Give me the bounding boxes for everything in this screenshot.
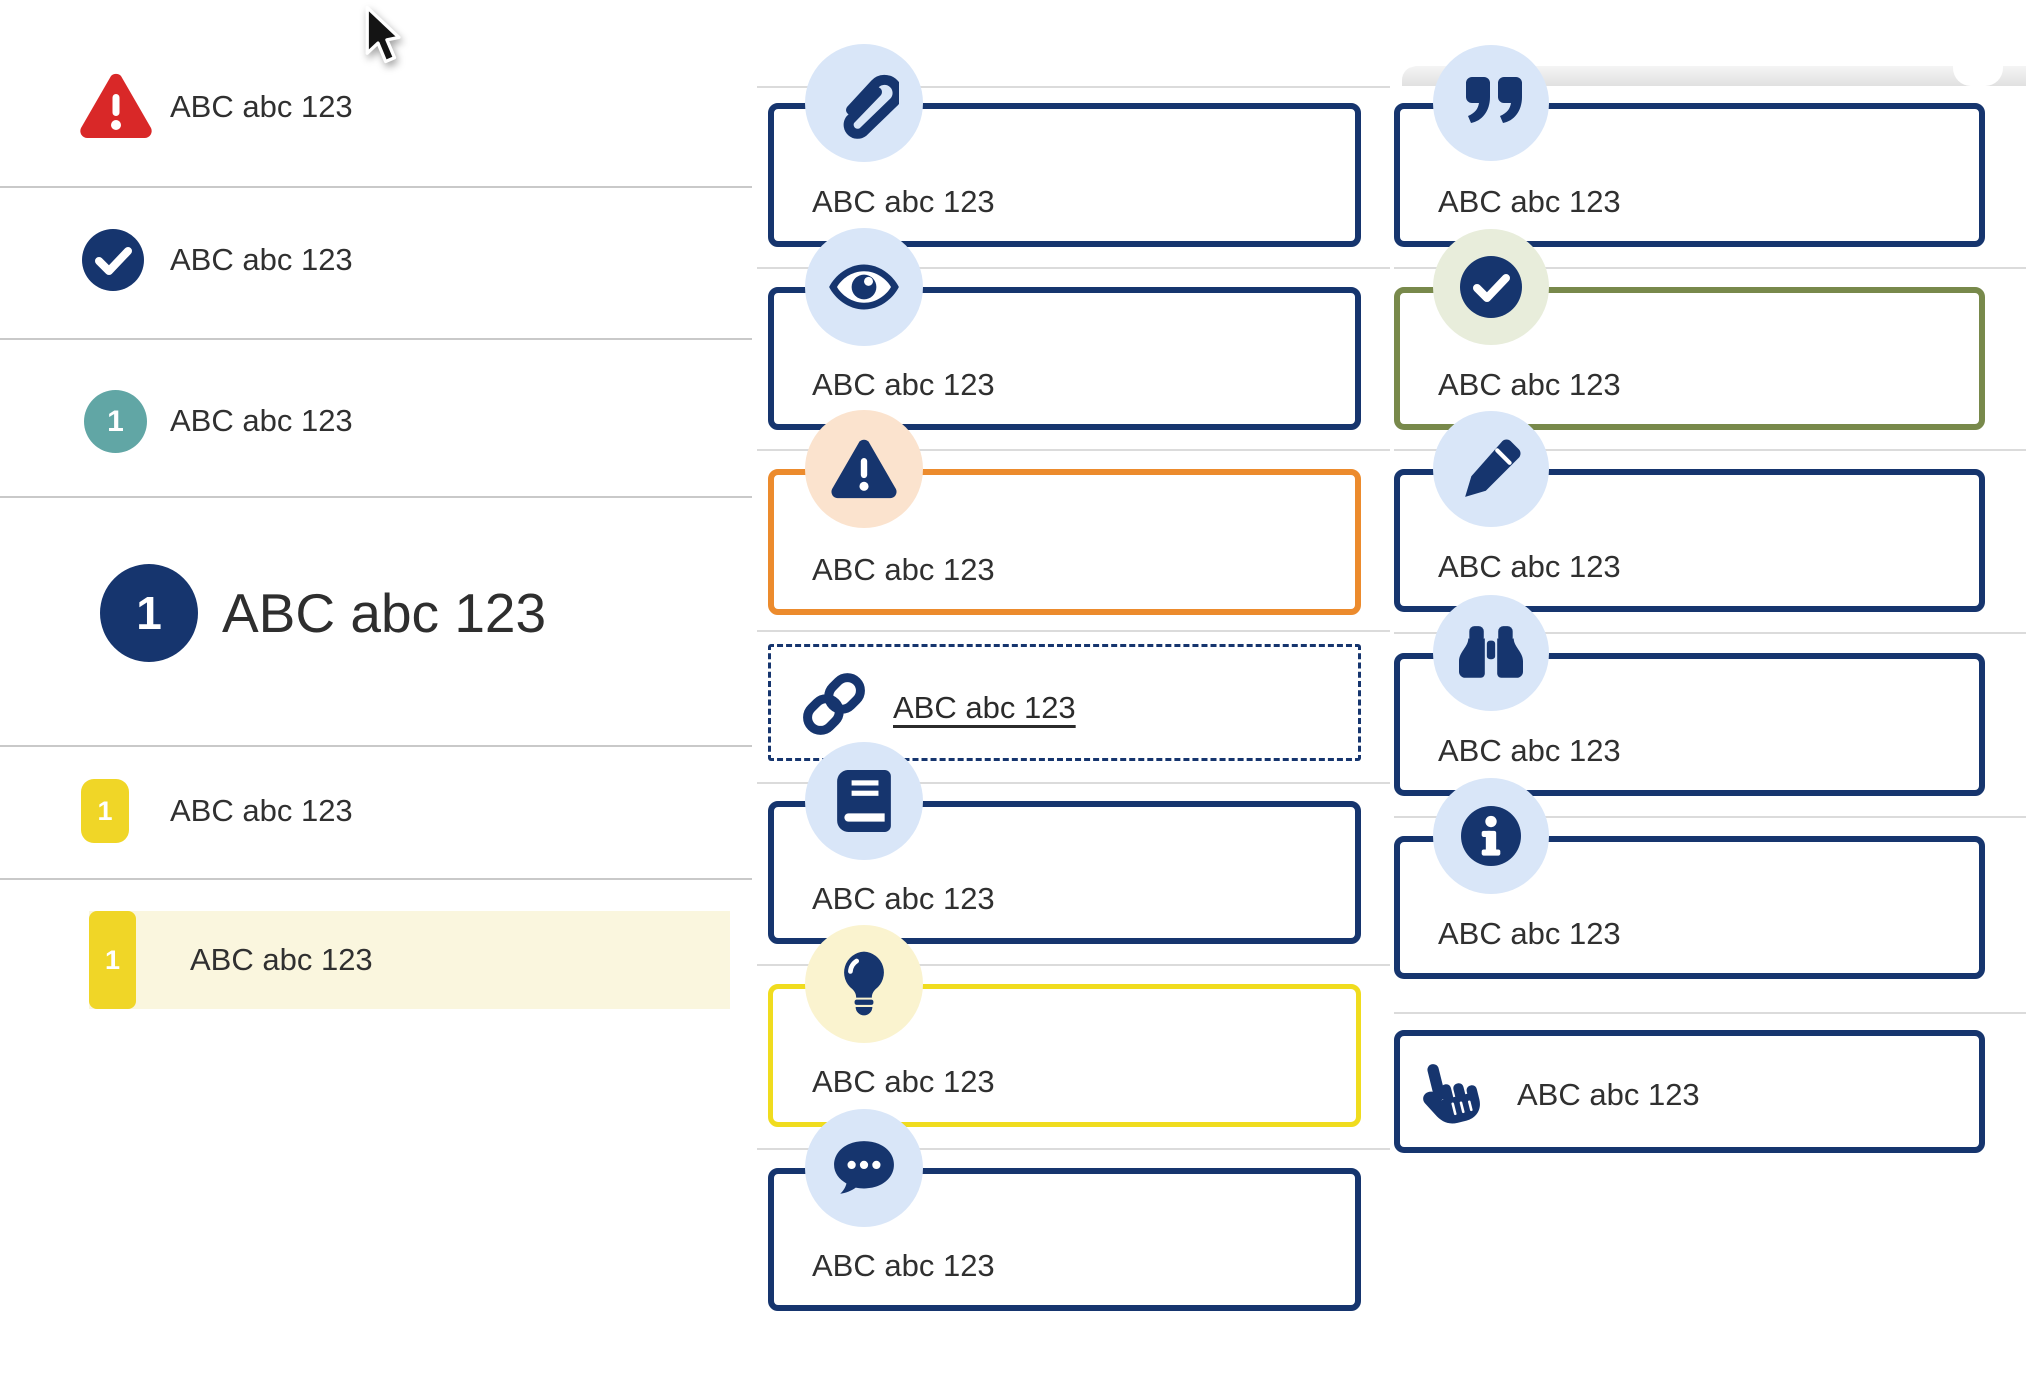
callout-pencil <box>1394 469 1985 612</box>
divider <box>0 338 752 340</box>
callout-label: ABC abc 123 <box>812 1064 995 1099</box>
link-icon <box>798 668 870 745</box>
navy-number-circle: 1 <box>100 564 198 662</box>
divider <box>0 878 752 880</box>
lightbulb-icon <box>805 925 923 1043</box>
yellow-number-block: 1 <box>89 911 136 1009</box>
divider <box>0 745 752 747</box>
book-icon <box>805 742 923 860</box>
row-separator <box>757 964 1390 966</box>
alert-triangle-icon <box>78 72 154 145</box>
divider <box>0 186 752 188</box>
row-separator <box>1394 816 2026 818</box>
list-item-label: ABC abc 123 <box>170 242 353 277</box>
row-separator <box>757 630 1390 632</box>
row-separator <box>757 449 1390 451</box>
top-grey-bar-left-notch <box>1340 36 1428 68</box>
comment-dots-icon <box>805 1109 923 1227</box>
callout-hand <box>1394 1030 1985 1153</box>
callout-book <box>768 801 1361 944</box>
top-grey-bar <box>1402 66 2026 86</box>
list-item-label: ABC abc 123 <box>190 942 373 977</box>
callout-label: ABC abc 123 <box>812 881 995 916</box>
badge-number: 1 <box>97 795 113 826</box>
hand-pointer-icon <box>1418 1058 1480 1133</box>
top-grey-bar-right-notch <box>1953 40 2003 86</box>
callout-label: ABC abc 123 <box>1438 184 1621 219</box>
list-item-label: ABC abc 123 <box>170 89 353 124</box>
row-separator <box>1394 1012 2026 1014</box>
divider <box>0 496 752 498</box>
callout-label: ABC abc 123 <box>812 1248 995 1283</box>
yellow-number-badge: 1 <box>81 779 129 843</box>
callout-label: ABC abc 123 <box>812 184 995 219</box>
row-separator <box>757 86 1390 88</box>
list-item-label: ABC abc 123 <box>170 793 353 828</box>
info-icon <box>1433 778 1549 894</box>
pencil-icon <box>1433 411 1549 527</box>
quote-icon <box>1433 45 1549 161</box>
check-circle-icon <box>82 229 144 296</box>
page-heading: ABC abc 123 <box>222 582 547 644</box>
highlighted-list-item[interactable]: 1 ABC abc 123 <box>89 911 730 1009</box>
callout-label: ABC abc 123 <box>812 367 995 402</box>
binoculars-icon <box>1433 595 1549 711</box>
callout-label: ABC abc 123 <box>1438 916 1621 951</box>
callout-link-text[interactable]: ABC abc 123 <box>893 690 1076 725</box>
warning-icon <box>805 410 923 528</box>
teal-number-badge: 1 <box>84 390 147 453</box>
paperclip-icon <box>805 44 923 162</box>
eye-icon <box>805 228 923 346</box>
row-separator <box>1394 267 2026 269</box>
callout-eye <box>768 287 1361 430</box>
row-separator <box>1394 449 2026 451</box>
check-icon <box>1433 229 1549 345</box>
row-separator <box>1394 632 2026 634</box>
callout-label: ABC abc 123 <box>812 552 995 587</box>
row-separator <box>757 267 1390 269</box>
callout-label: ABC abc 123 <box>1517 1077 1700 1112</box>
list-item-label: ABC abc 123 <box>170 403 353 438</box>
callout-label: ABC abc 123 <box>1438 549 1621 584</box>
mouse-cursor <box>363 5 407 76</box>
badge-number: 1 <box>107 404 124 438</box>
badge-number: 1 <box>136 587 162 639</box>
callout-link <box>768 644 1361 761</box>
row-separator <box>757 782 1390 784</box>
row-separator <box>757 1148 1390 1150</box>
callout-label: ABC abc 123 <box>1438 733 1621 768</box>
badge-number: 1 <box>104 944 121 975</box>
callout-label: ABC abc 123 <box>1438 367 1621 402</box>
